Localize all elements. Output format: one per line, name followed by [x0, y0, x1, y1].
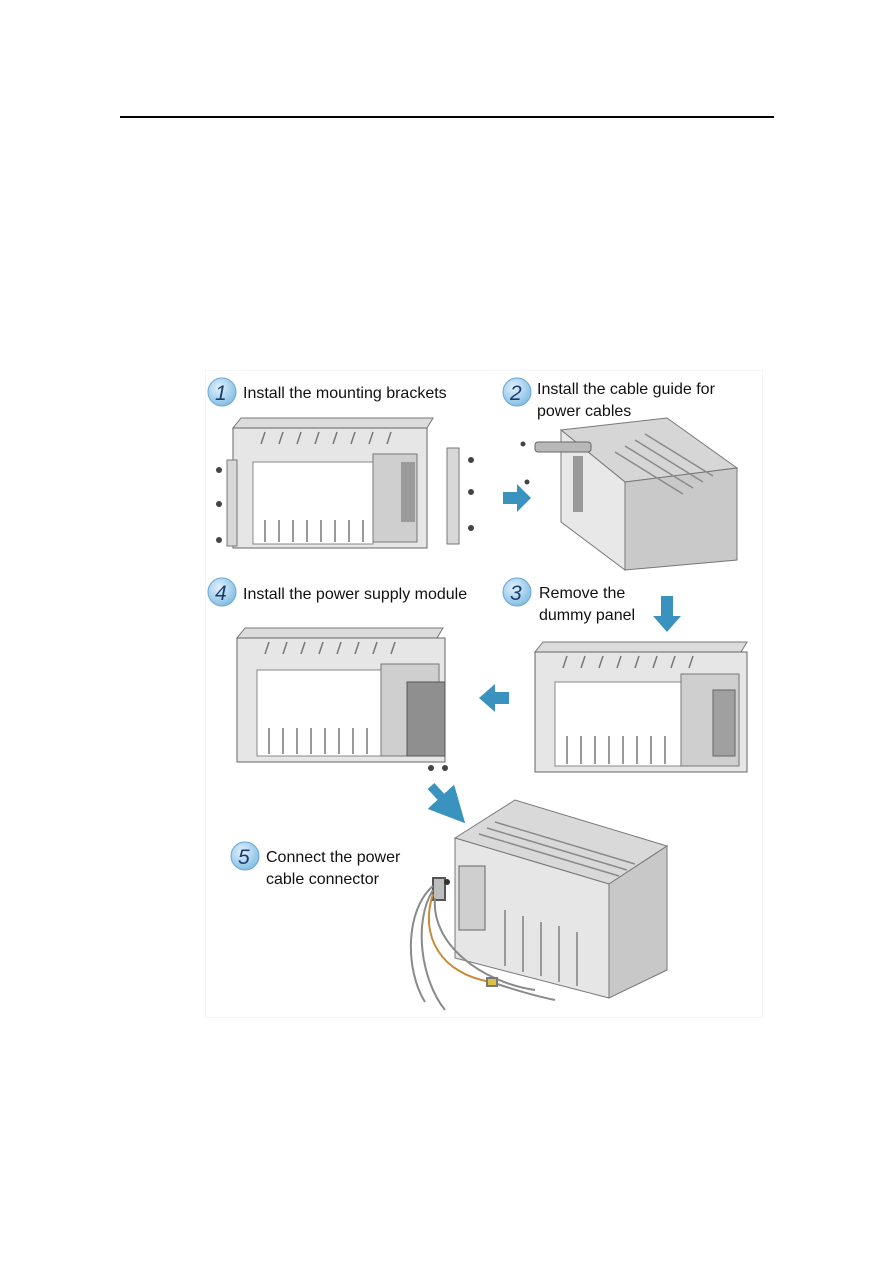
- step-2-label-line-1: Install the cable guide for: [537, 381, 716, 398]
- arrow-step-3-to-4: [479, 684, 509, 712]
- step-2-label-line-2: power cables: [537, 403, 631, 420]
- chassis-step-2: [520, 417, 739, 571]
- step-1: 1 Install the mounting brackets: [207, 377, 474, 549]
- arrow-step-2-to-3: [653, 596, 681, 632]
- step-2-number: 2: [509, 382, 522, 405]
- step-2-badge: 2: [502, 377, 532, 407]
- step-1-label: Install the mounting brackets: [243, 385, 447, 402]
- step-2: 2 Install the cable guide for power cabl…: [502, 377, 739, 571]
- chassis-step-1: [216, 417, 474, 549]
- step-5: 5 Connect the power cable connector: [230, 799, 669, 1011]
- installation-figure: 1 Install the mounting brackets: [205, 370, 763, 1018]
- step-4: 4 Install the power supply module: [207, 577, 467, 771]
- step-5-badge: 5: [230, 841, 260, 871]
- header-rule: [120, 116, 774, 118]
- step-5-label-line-1: Connect the power: [266, 849, 401, 866]
- step-5-label-line-2: cable connector: [266, 871, 380, 888]
- step-1-badge: 1: [207, 377, 237, 407]
- chassis-step-3: [533, 641, 748, 773]
- step-5-number: 5: [238, 846, 250, 869]
- chassis-step-5: [453, 799, 669, 999]
- step-3: 3 Remove the dummy panel: [502, 577, 748, 773]
- step-3-badge: 3: [502, 577, 532, 607]
- chassis-step-4: [235, 627, 448, 771]
- step-3-number: 3: [510, 582, 522, 605]
- step-1-number: 1: [215, 382, 227, 405]
- arrow-step-1-to-2: [503, 484, 531, 512]
- step-4-badge: 4: [207, 577, 237, 607]
- step-3-label-line-2: dummy panel: [539, 607, 635, 624]
- step-3-label-line-1: Remove the: [539, 585, 625, 602]
- arrow-step-4-to-5: [427, 782, 466, 824]
- step-4-label: Install the power supply module: [243, 586, 467, 603]
- power-cable: [409, 877, 556, 1011]
- step-4-number: 4: [215, 582, 227, 605]
